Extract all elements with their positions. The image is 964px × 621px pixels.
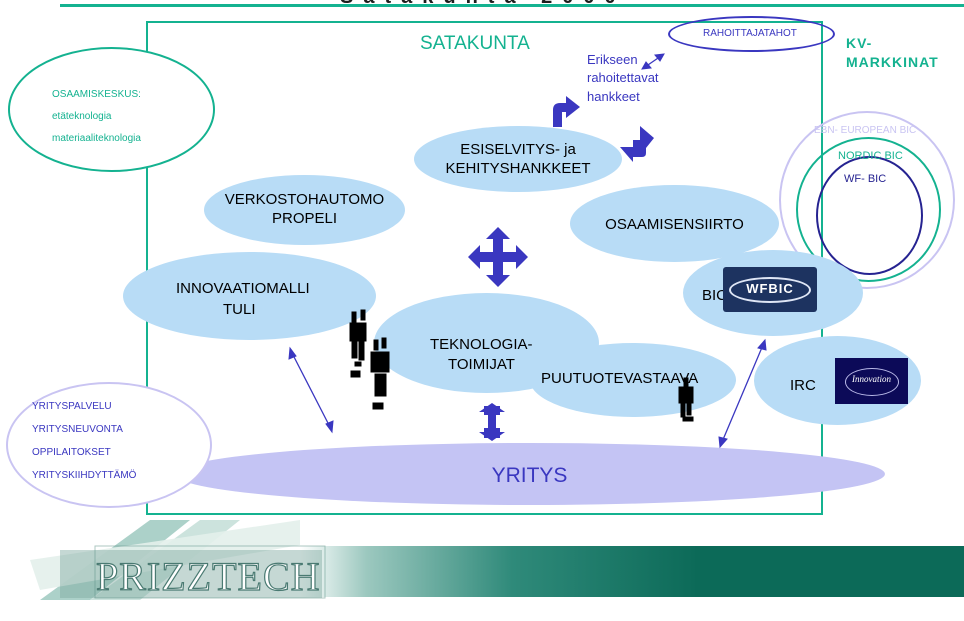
bent-arrow-up-left: [620, 126, 654, 162]
esiselvitys-node: [414, 126, 622, 192]
erikseen-line3: hankkeet: [587, 89, 640, 104]
osaamiskeskus-item-etateknologia: etäteknologia: [52, 111, 112, 122]
innovaatiomalli-label-line2: TULI: [223, 301, 256, 318]
service-yritysneuvonta: YRITYSNEUVONTA: [32, 424, 123, 435]
person-figures-group: [349, 309, 694, 422]
wfbic-logo-text: WFBIC: [746, 281, 794, 296]
innovation-logo-text: Innovation: [852, 374, 891, 384]
yritys-node: [174, 443, 885, 505]
erikseen-line1: Erikseen: [587, 52, 638, 67]
verkostohautomo-node: [204, 175, 405, 245]
innovation-logo: Innovation: [835, 358, 908, 404]
erikseen-line2: rahoitettavat: [587, 70, 659, 85]
verkostohautomo-label-line2: PROPELI: [271, 210, 338, 227]
rahoittajatahot-double-arrow: [641, 53, 665, 70]
service-oppilaitokset: OPPILAITOKSET: [32, 447, 111, 458]
nordic-bic-circle: [796, 137, 941, 282]
rahoittajatahot-label: RAHOITTAJATAHOT: [703, 28, 797, 39]
person-figure-2: [370, 337, 390, 410]
services-ellipse: [6, 382, 212, 508]
vertical-double-arrow: [484, 406, 500, 438]
osaamiskeskus-item-materiaaliteknologia: materiaaliteknologia: [52, 133, 141, 144]
wf-bic-circle: [816, 156, 923, 275]
bent-arrow-up-right: [553, 96, 580, 127]
osaamisensiirto-node: [570, 185, 779, 262]
header-title: Satakunta 2000: [340, 0, 626, 9]
bic-label: BIC: [702, 287, 728, 304]
esiselvitys-label-line1: ESISELVITYS- ja: [460, 141, 576, 158]
innovaatiomalli-label-line1: INNOVAATIOMALLI: [176, 280, 310, 297]
ebn-label: EBN- EUROPEAN BIC: [814, 125, 917, 136]
puutuotevastaava-label: PUUTUOTEVASTAAVA: [541, 370, 699, 387]
nordic-bic-label: NORDIC BIC: [838, 150, 903, 162]
ebn-circle: [779, 111, 955, 289]
teknologiatoimijat-label-line2: TOIMIJAT: [448, 356, 515, 373]
kv-markkinat-label-line1: KV-: [846, 35, 873, 51]
verkostohautomo-label-line1: VERKOSTOHAUTOMO: [224, 191, 385, 208]
four-way-arrow: [468, 227, 528, 287]
yritys-label: YRITYS: [491, 464, 568, 487]
wf-bic-label: WF- BIC: [844, 173, 887, 185]
service-yrityskiihdyttamo: YRITYSKIIHDYTTÄMÖ: [32, 470, 137, 481]
innovaatiomalli-node: [123, 252, 376, 340]
left-thin-double-arrow: [288, 346, 334, 434]
irc-label: IRC: [790, 377, 816, 394]
teknologiatoimijat-label-line1: TEKNOLOGIA-: [430, 336, 533, 353]
rahoittajatahot-ellipse: [668, 16, 835, 52]
footer-teal-band: [300, 546, 964, 597]
service-yrityspalvelu: YRITYSPALVELU: [32, 401, 112, 412]
osaamisensiirto-label: OSAAMISENSIIRTO: [605, 216, 744, 233]
kv-markkinat-label-line2: MARKKINAT: [846, 54, 939, 70]
header-rule: [60, 4, 964, 7]
prizztech-wordmark: PRIZZTECH: [96, 554, 321, 599]
prizztech-logo: [30, 520, 326, 600]
osaamiskeskus-title: OSAAMISKESKUS:: [52, 89, 141, 100]
right-thin-double-arrow: [718, 338, 767, 449]
wfbic-logo: WFBIC: [723, 267, 817, 312]
puutuotevastaava-node: [530, 343, 736, 417]
osaamiskeskus-ellipse: [8, 47, 215, 172]
satakunta-title: SATAKUNTA: [420, 33, 530, 54]
esiselvitys-label-line2: KEHITYSHANKKEET: [445, 160, 591, 177]
person-figure-1: [349, 309, 367, 378]
person-figure-3: [678, 377, 694, 422]
